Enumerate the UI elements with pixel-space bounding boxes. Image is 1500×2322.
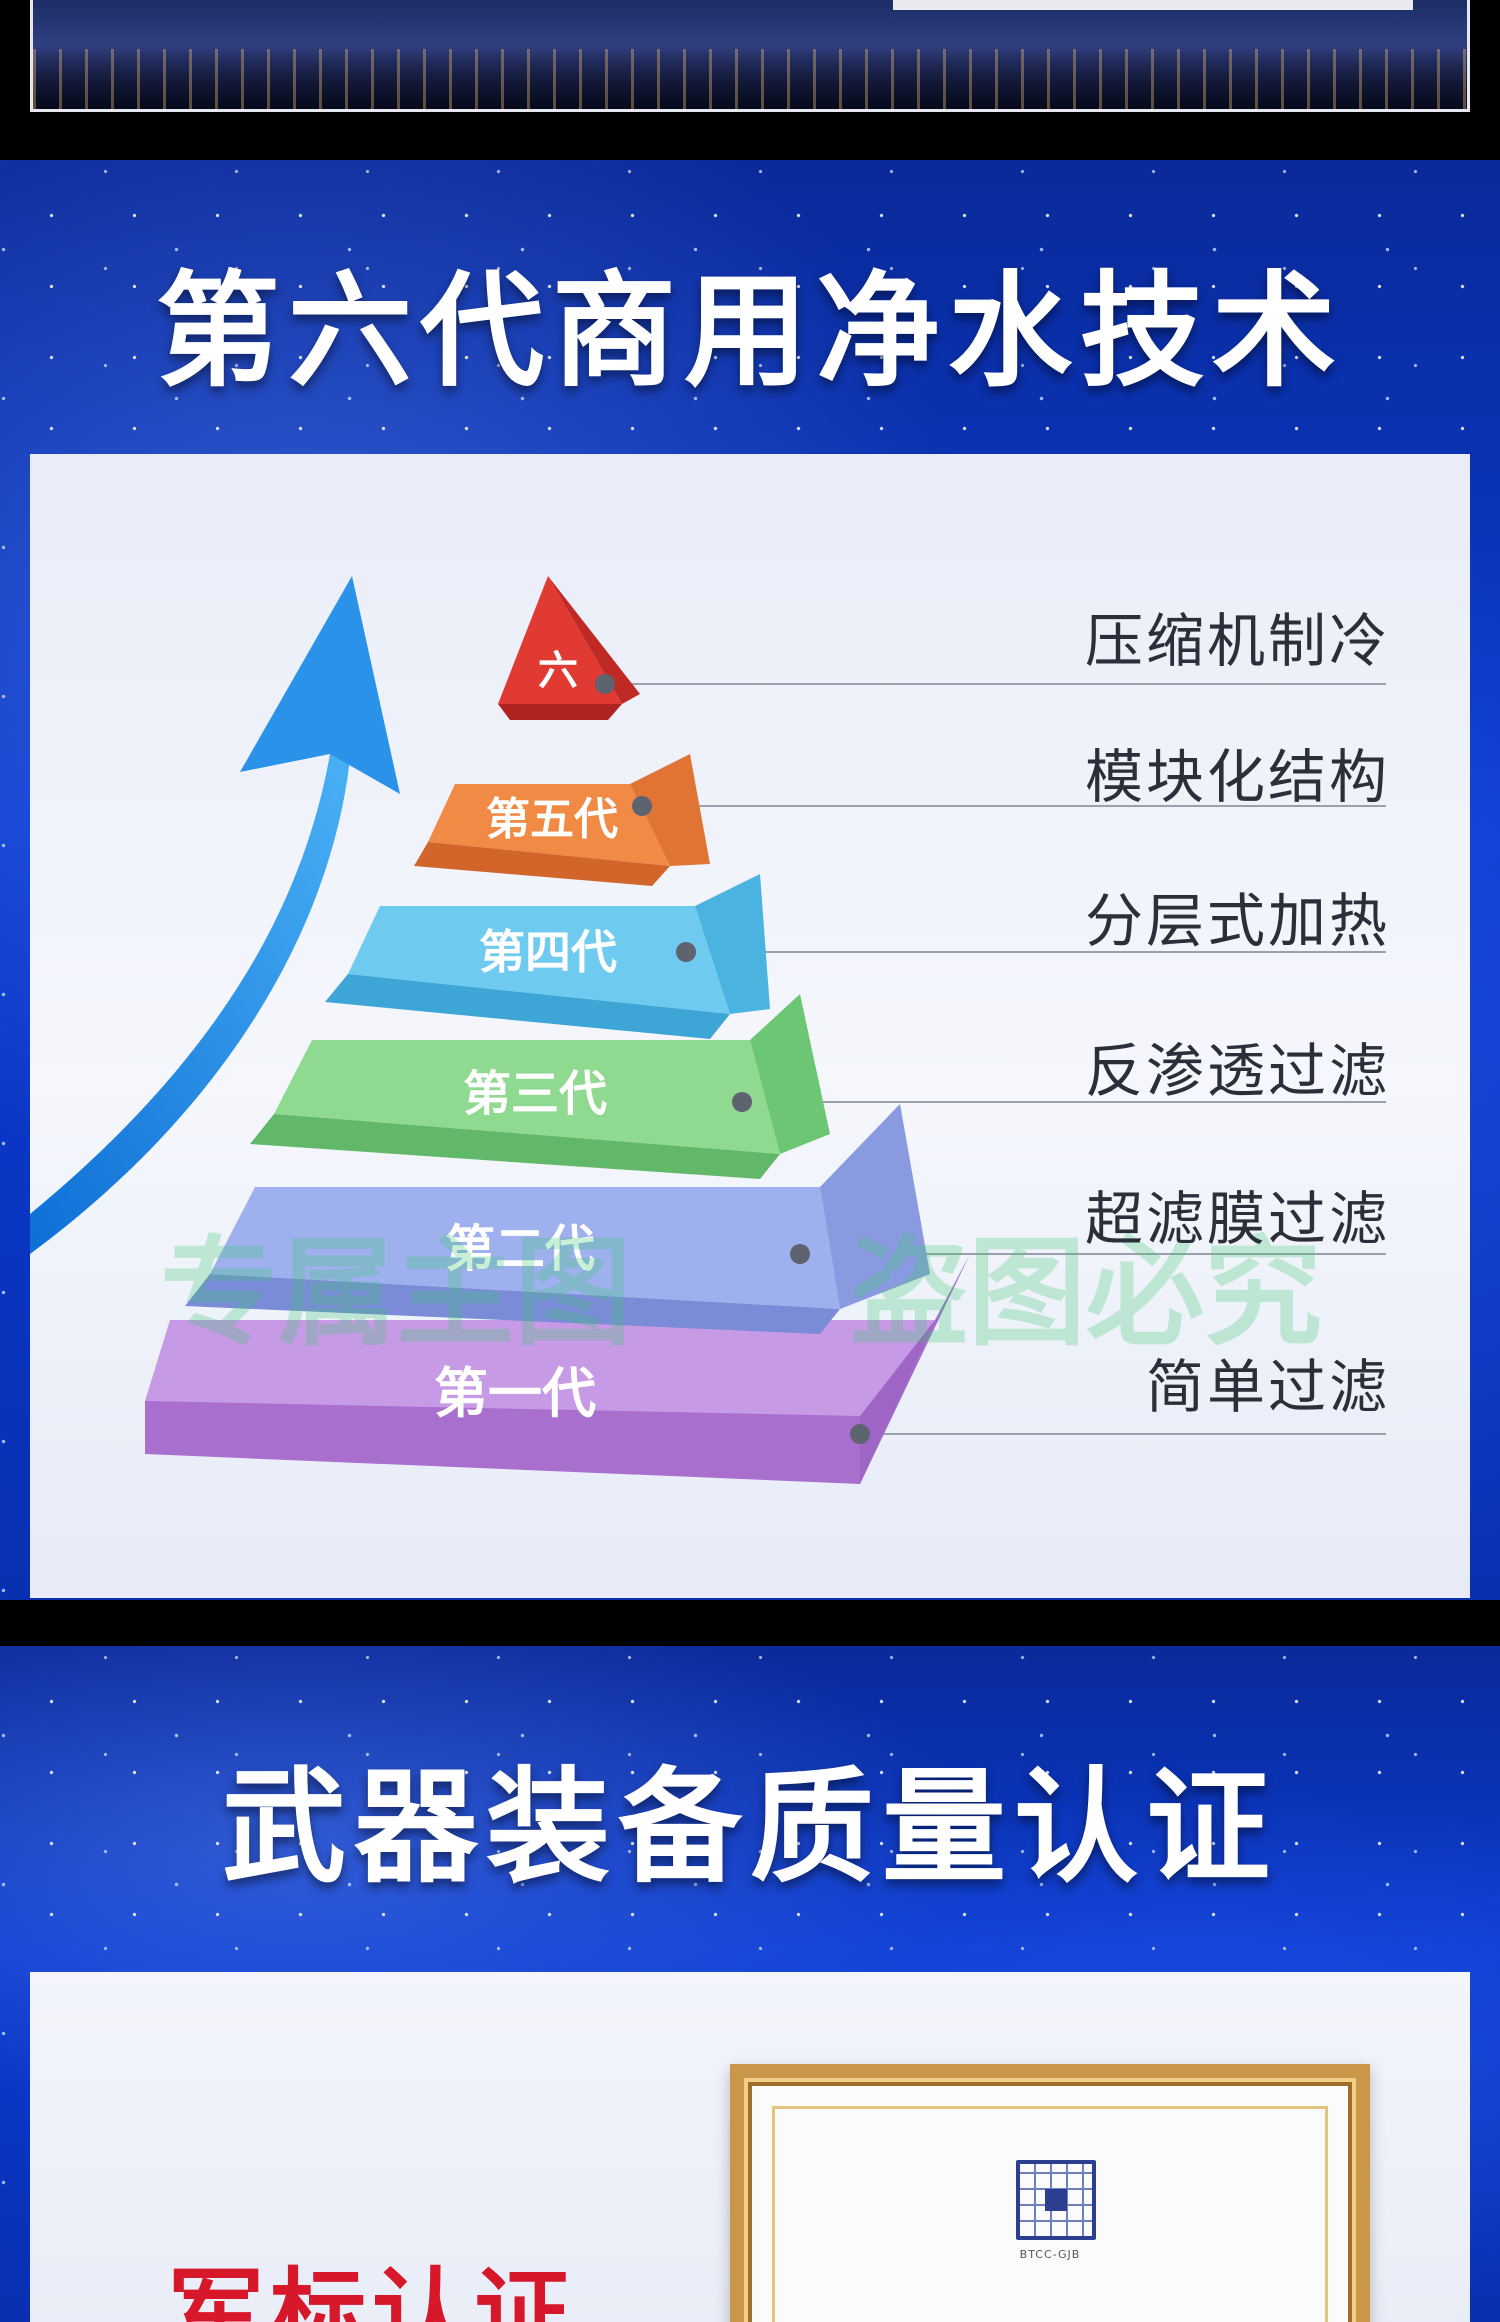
feature-labels: 压缩机制冷 模块化结构 分层式加热 反渗透过滤 超滤膜过滤 简单过滤 <box>30 454 1390 1598</box>
city-photo-frame <box>30 0 1470 112</box>
cert-card: 军标认证 BTCC-GJB <box>30 1972 1470 2322</box>
tech-title: 第六代商用净水技术 <box>155 260 1344 404</box>
pyramid-tier-1: 第一代 <box>145 1254 970 1484</box>
growth-arrow-icon <box>30 754 350 1254</box>
cert-badge: 军标认证 <box>168 2258 576 2322</box>
pyramid-card: 第一代 第二代 第三代 第四代 <box>30 454 1470 1598</box>
certificate-code: BTCC-GJB <box>1019 2248 1081 2261</box>
cert-section: 武器装备质量认证 军标认证 BTCC-GJB <box>0 1646 1500 2322</box>
tier-label-4: 第四代 <box>479 925 617 979</box>
tier-label-6: 六 <box>538 648 578 694</box>
feature-label-5: 超滤膜过滤 <box>1084 1185 1390 1253</box>
feature-label-4: 反渗透过滤 <box>1084 1037 1390 1105</box>
tech-section: 第六代商用净水技术 <box>0 160 1500 1640</box>
section-divider <box>0 1600 1500 1646</box>
certificate-frame: BTCC-GJB <box>730 2064 1370 2322</box>
tier-label-2: 第二代 <box>445 1220 595 1278</box>
pyramid-tier-3: 第三代 <box>250 994 830 1179</box>
certificate-logo-icon <box>1016 2160 1096 2240</box>
watermark-left: 专属主图 <box>160 1224 632 1362</box>
top-banner-remnant <box>0 0 1500 160</box>
watermark-right: 盗图必究 <box>850 1224 1322 1362</box>
pyramid-tier-6: 六 <box>498 576 640 720</box>
feature-label-3: 分层式加热 <box>1084 887 1390 955</box>
pyramid-tier-4: 第四代 <box>325 874 770 1039</box>
tier-label-5: 第五代 <box>486 794 618 845</box>
pyramid-tier-5: 第五代 <box>414 754 710 886</box>
feature-label-6: 简单过滤 <box>1145 1353 1390 1421</box>
feature-label-2: 模块化结构 <box>1084 743 1390 811</box>
pyramid-diagram: 第一代 第二代 第三代 第四代 <box>30 576 1386 1484</box>
tier-label-1: 第一代 <box>434 1362 596 1425</box>
growth-arrow-head <box>240 576 400 794</box>
feature-label-1: 压缩机制冷 <box>1084 607 1390 675</box>
tier-label-3: 第三代 <box>463 1066 607 1122</box>
pyramid-tier-2: 第二代 <box>185 1104 930 1334</box>
cert-title: 武器装备质量认证 <box>221 1756 1278 1900</box>
